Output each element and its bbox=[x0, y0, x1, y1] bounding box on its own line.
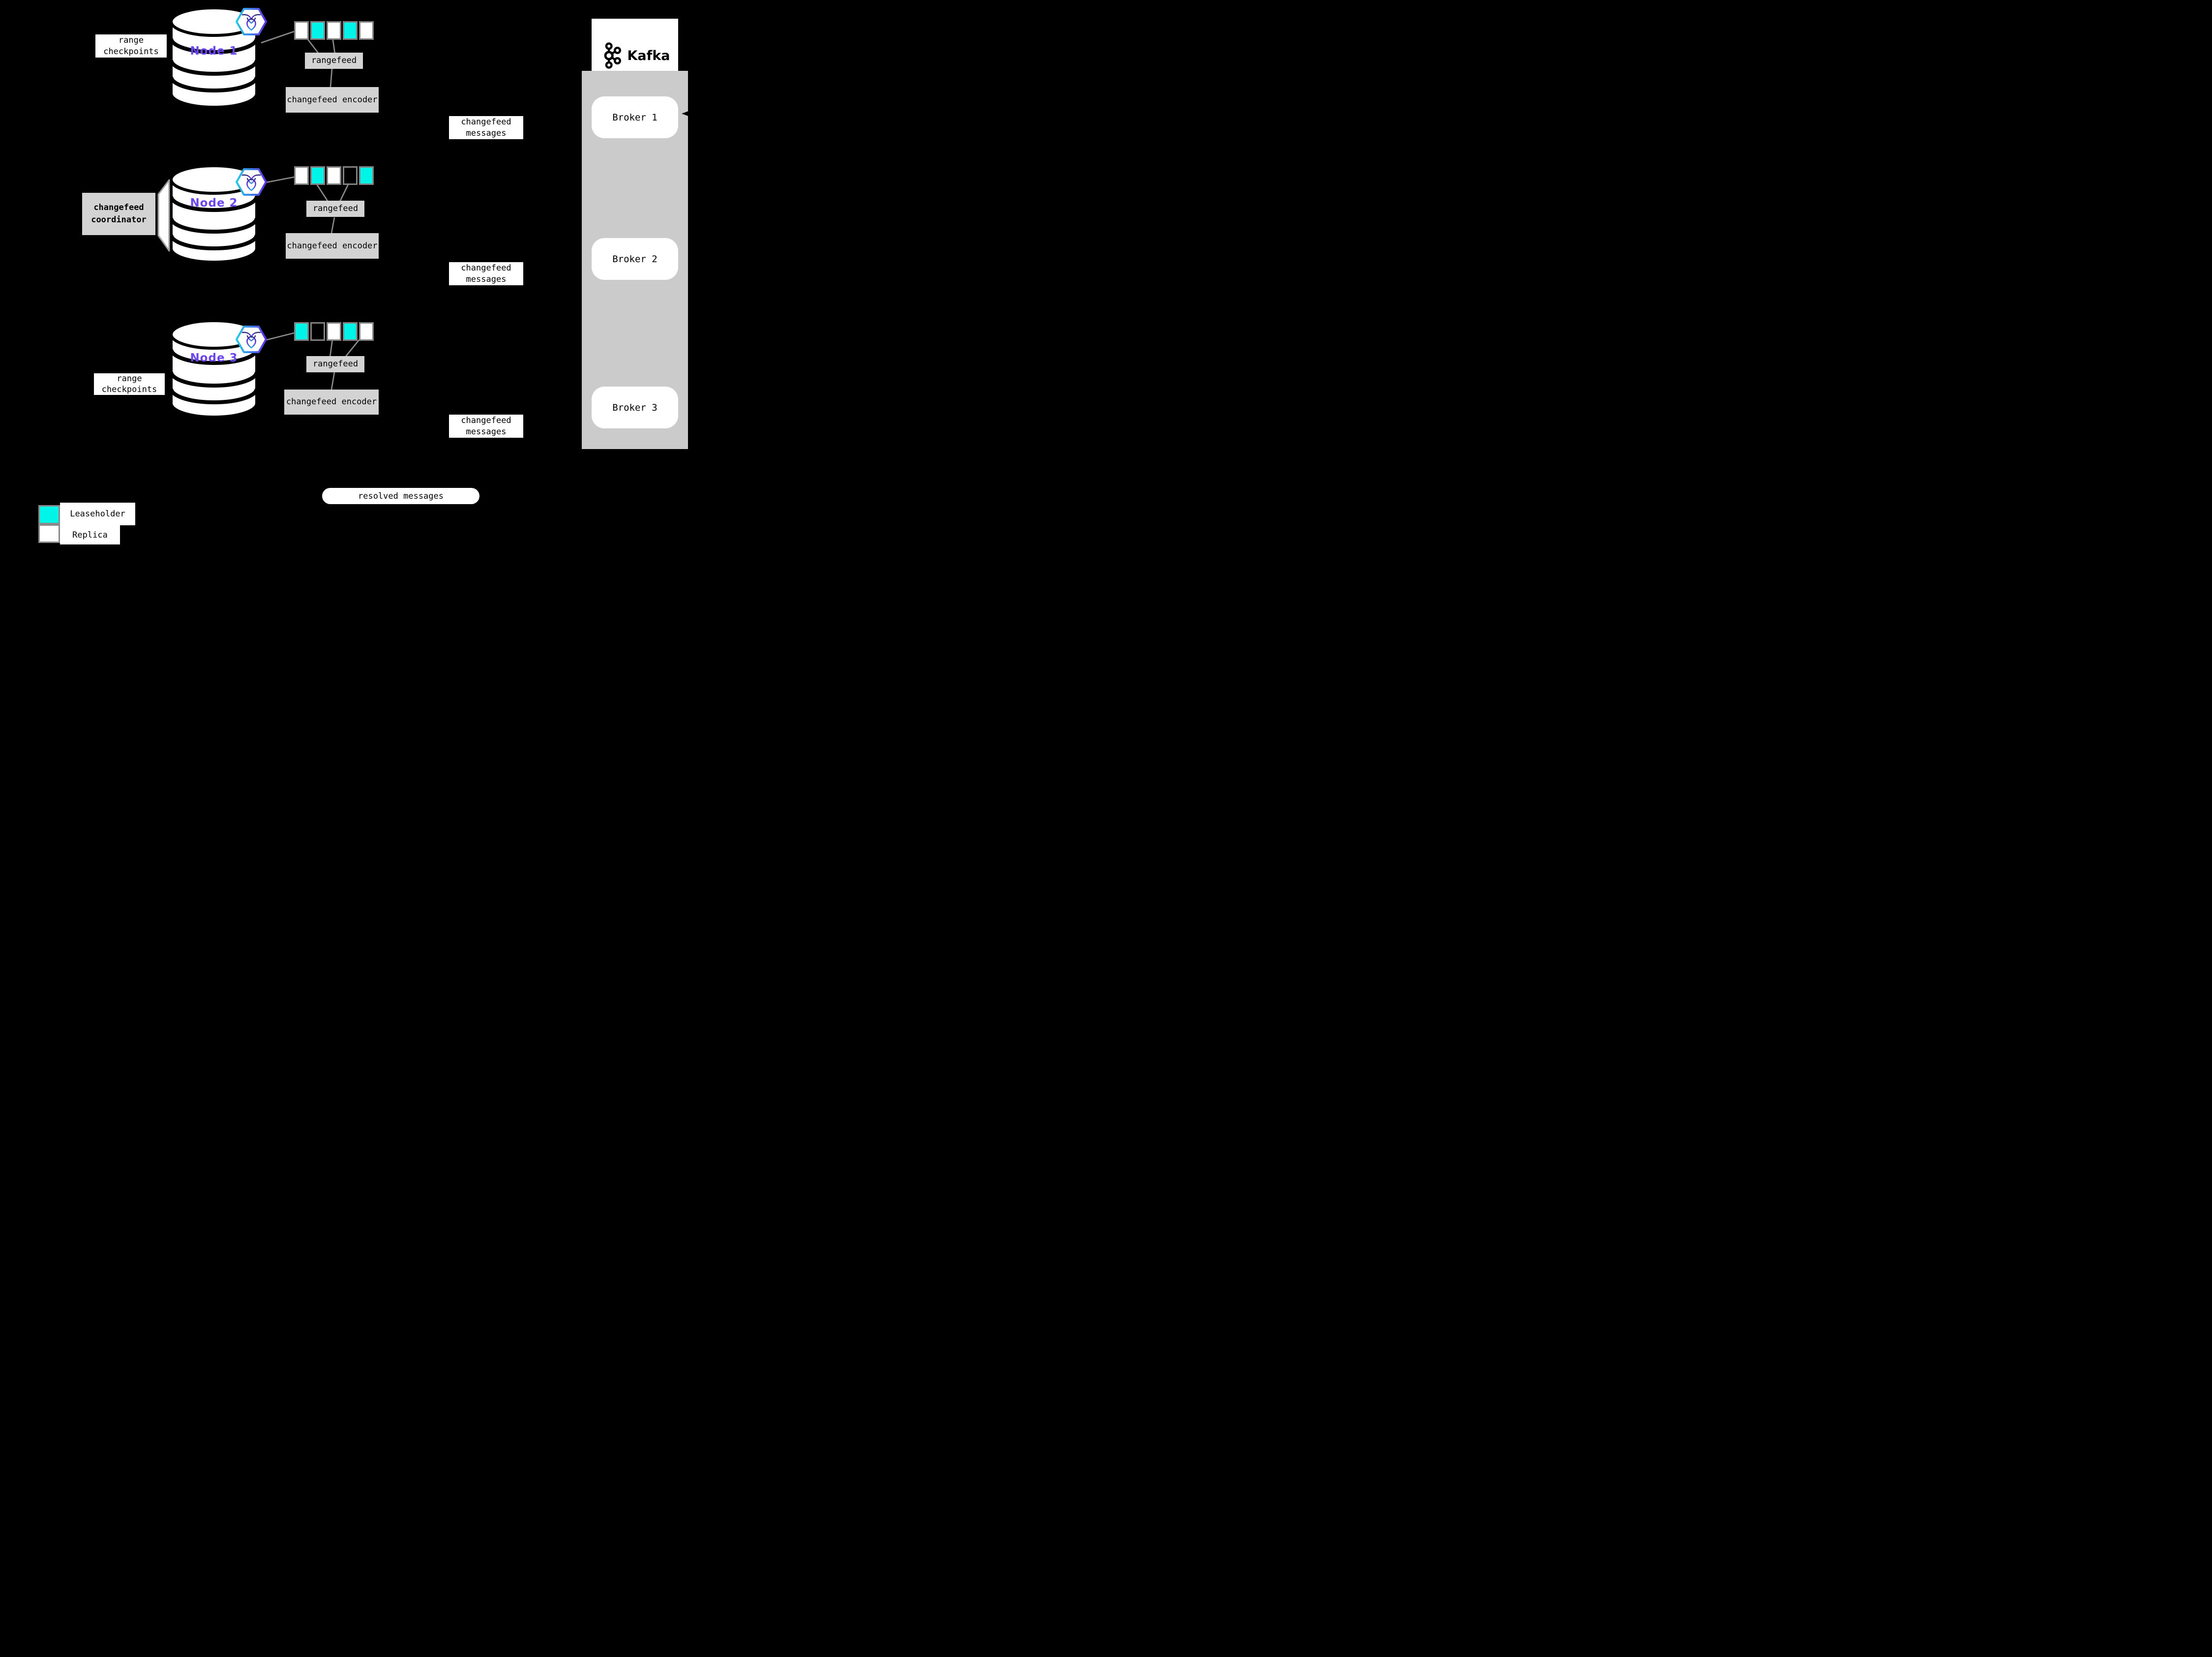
broker-3: Broker 3 bbox=[592, 387, 678, 428]
range-square bbox=[359, 166, 374, 185]
changefeed-messages-label-node2: changefeed messages bbox=[449, 262, 523, 285]
cockroachdb-icon bbox=[236, 8, 267, 35]
changefeed-encoder-box-node1: changefeed encoder bbox=[286, 87, 379, 113]
node-3-label: Node 3 bbox=[190, 352, 238, 364]
range-square bbox=[343, 166, 358, 185]
coordinator-callout-fold bbox=[157, 179, 170, 252]
legend-replica-swatch bbox=[38, 524, 60, 543]
range-square bbox=[310, 322, 325, 341]
rangefeed-box-node3: rangefeed bbox=[306, 356, 364, 372]
node-1-label: Node 1 bbox=[190, 45, 238, 58]
legend-replica-label: Replica bbox=[60, 525, 120, 544]
changefeed-messages-label-node1: changefeed messages bbox=[449, 116, 523, 139]
legend-leaseholder-swatch bbox=[38, 505, 60, 524]
message-arrowhead bbox=[682, 110, 691, 117]
range-checkpoints-label-node1: range checkpoints bbox=[95, 34, 167, 58]
range-square bbox=[343, 322, 358, 341]
range-square bbox=[327, 21, 341, 40]
range-square bbox=[310, 21, 325, 40]
kafka-title: Kafka bbox=[627, 48, 670, 63]
kafka-brokers-panel: Broker 1 Broker 2 Broker 3 bbox=[582, 71, 688, 449]
range-square bbox=[359, 21, 374, 40]
rangefeed-box-node2: rangefeed bbox=[306, 201, 364, 217]
cockroachdb-icon bbox=[236, 168, 267, 196]
legend-leaseholder-label: Leaseholder bbox=[60, 503, 135, 525]
range-square bbox=[343, 21, 358, 40]
rangefeed-box-node1: rangefeed bbox=[305, 53, 363, 69]
range-square bbox=[359, 322, 374, 341]
node-2-label: Node 2 bbox=[190, 197, 238, 210]
range-square bbox=[294, 166, 309, 185]
range-square bbox=[294, 21, 309, 40]
changefeed-coordinator-box: changefeed coordinator bbox=[82, 193, 155, 235]
range-square bbox=[327, 322, 341, 341]
diagram-artwork bbox=[157, 6, 360, 419]
range-square bbox=[310, 166, 325, 185]
node-2-database-icon bbox=[169, 164, 259, 264]
changefeed-encoder-box-node3: changefeed encoder bbox=[284, 390, 379, 415]
diagram-canvas: range checkpoints Node 1 rangefeed chang… bbox=[0, 0, 737, 552]
range-square bbox=[294, 322, 309, 341]
changefeed-messages-label-node3: changefeed messages bbox=[449, 415, 523, 438]
range-checkpoints-label-node3: range checkpoints bbox=[94, 373, 165, 395]
broker-1: Broker 1 bbox=[592, 96, 678, 138]
resolved-messages-pill: resolved messages bbox=[322, 488, 479, 504]
range-square bbox=[327, 166, 341, 185]
cockroachdb-icon bbox=[236, 326, 267, 353]
changefeed-encoder-box-node2: changefeed encoder bbox=[286, 233, 379, 259]
broker-2: Broker 2 bbox=[592, 238, 678, 280]
node-3-database-icon bbox=[169, 319, 259, 419]
kafka-logo-icon bbox=[604, 42, 622, 69]
node-1-database-icon bbox=[169, 6, 259, 109]
